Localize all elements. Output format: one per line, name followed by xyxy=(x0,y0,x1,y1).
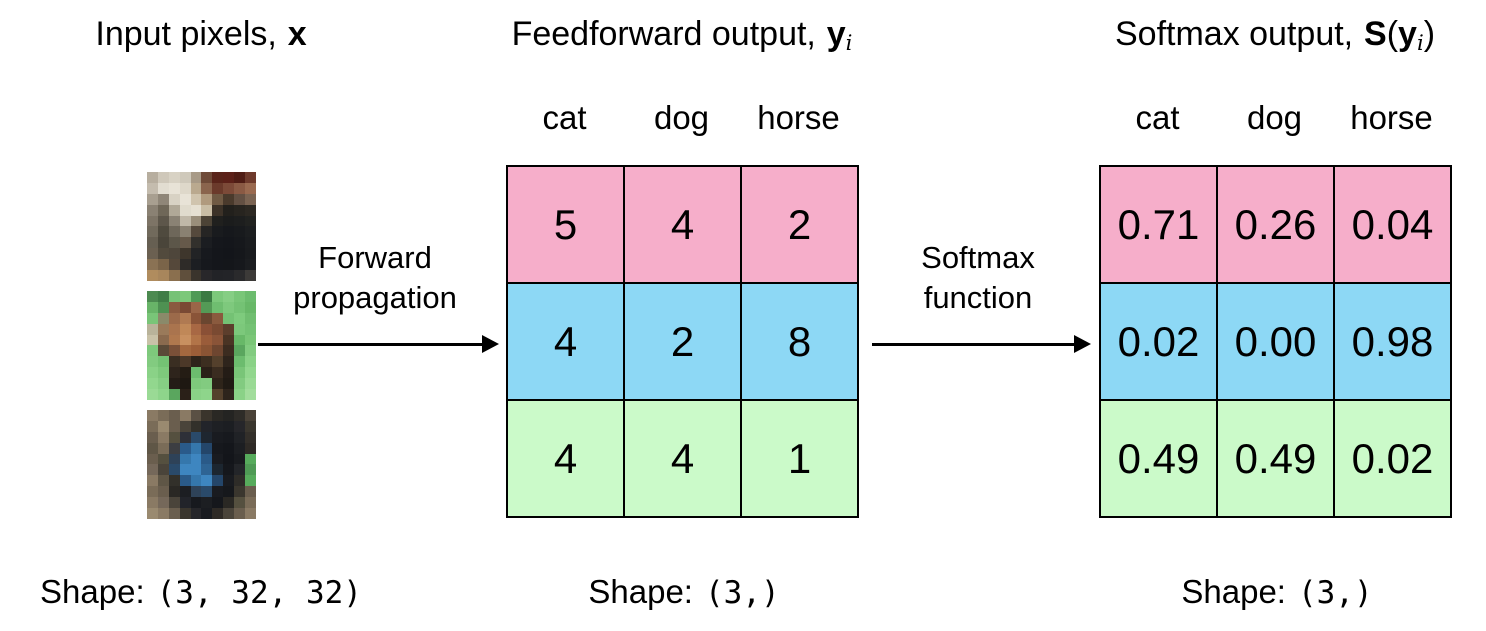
forward-propagation-label: Forward propagation xyxy=(255,238,495,318)
softmax-panel-title: Softmax output, S(yi) xyxy=(1075,12,1475,60)
close-paren: ) xyxy=(1423,15,1436,53)
softmax-header-dog: dog xyxy=(1246,99,1303,136)
softmax-cell-r0c0: 0.71 xyxy=(1100,166,1217,283)
feedforward-cell-r1c2: 8 xyxy=(741,283,858,400)
input-shape-value: (3, 32, 32) xyxy=(156,575,362,611)
horse-photo xyxy=(147,291,256,400)
forward-propagation-arrow-shaft xyxy=(258,343,482,346)
input-shape-label: Shape: (3, 32, 32) xyxy=(1,570,401,615)
softmax-cell-r1c1: 0.00 xyxy=(1217,283,1334,400)
softmax-table: 0.71 0.26 0.04 0.02 0.00 0.98 0.49 0.49 … xyxy=(1099,165,1452,518)
x-math-symbol: x xyxy=(287,15,307,53)
softmax-column-headers: cat dog horse xyxy=(1099,96,1450,140)
softmax-function-label: Softmax function xyxy=(858,238,1098,318)
y-math-symbol: y xyxy=(1398,15,1417,53)
feedforward-cell-r0c2: 2 xyxy=(741,166,858,283)
softmax-shape-label: Shape: (3,) xyxy=(1077,570,1477,615)
feedforward-header-cat: cat xyxy=(542,99,587,136)
softmax-cell-r2c2: 0.02 xyxy=(1334,400,1451,517)
open-paren: ( xyxy=(1386,15,1399,53)
softmax-header-horse: horse xyxy=(1350,99,1433,136)
dog-photo xyxy=(147,410,256,519)
input-title-text: Input pixels, xyxy=(95,15,277,53)
y-math-symbol: y xyxy=(826,15,846,53)
feedforward-shape-value: (3,) xyxy=(704,575,780,611)
softmax-function-arrow-head-icon xyxy=(1074,335,1091,353)
feedforward-cell-r1c0: 4 xyxy=(507,283,624,400)
softmax-cell-r1c0: 0.02 xyxy=(1100,283,1217,400)
softmax-title-text: Softmax output, xyxy=(1114,15,1354,53)
forward-propagation-arrow-head-icon xyxy=(482,335,499,353)
i-subscript: i xyxy=(1416,29,1424,55)
softmax-function-arrow-shaft xyxy=(872,343,1074,346)
feedforward-panel-title: Feedforward output, yi xyxy=(482,12,882,60)
forward-propagation-label-line1: Forward xyxy=(318,240,432,275)
input-shape-text: Shape: xyxy=(40,573,145,610)
input-panel-title: Input pixels, x xyxy=(1,12,401,56)
feedforward-cell-r2c0: 4 xyxy=(507,400,624,517)
forward-propagation-label-line2: propagation xyxy=(293,280,457,315)
softmax-function-label-line1: Softmax xyxy=(921,240,1035,275)
softmax-cell-r1c2: 0.98 xyxy=(1334,283,1451,400)
feedforward-shape-label: Shape: (3,) xyxy=(484,570,884,615)
feedforward-table: 5 4 2 4 2 8 4 4 1 xyxy=(506,165,859,518)
softmax-cell-r2c0: 0.49 xyxy=(1100,400,1217,517)
feedforward-cell-r2c2: 1 xyxy=(741,400,858,517)
softmax-cell-r0c1: 0.26 xyxy=(1217,166,1334,283)
feedforward-column-headers: cat dog horse xyxy=(506,96,857,140)
feedforward-cell-r1c1: 2 xyxy=(624,283,741,400)
i-subscript: i xyxy=(845,29,853,55)
softmax-shape-text: Shape: xyxy=(1181,573,1286,610)
feedforward-header-dog: dog xyxy=(653,99,710,136)
softmax-cell-r2c1: 0.49 xyxy=(1217,400,1334,517)
cat-photo xyxy=(147,172,256,281)
softmax-function-label-line2: function xyxy=(923,280,1033,315)
feedforward-title-text: Feedforward output, xyxy=(511,15,816,53)
S-math-symbol: S xyxy=(1364,15,1387,53)
feedforward-cell-r0c1: 4 xyxy=(624,166,741,283)
feedforward-shape-text: Shape: xyxy=(588,573,693,610)
feedforward-header-horse: horse xyxy=(757,99,840,136)
feedforward-cell-r0c0: 5 xyxy=(507,166,624,283)
softmax-header-cat: cat xyxy=(1135,99,1180,136)
softmax-cell-r0c2: 0.04 xyxy=(1334,166,1451,283)
feedforward-cell-r2c1: 4 xyxy=(624,400,741,517)
softmax-shape-value: (3,) xyxy=(1297,575,1373,611)
